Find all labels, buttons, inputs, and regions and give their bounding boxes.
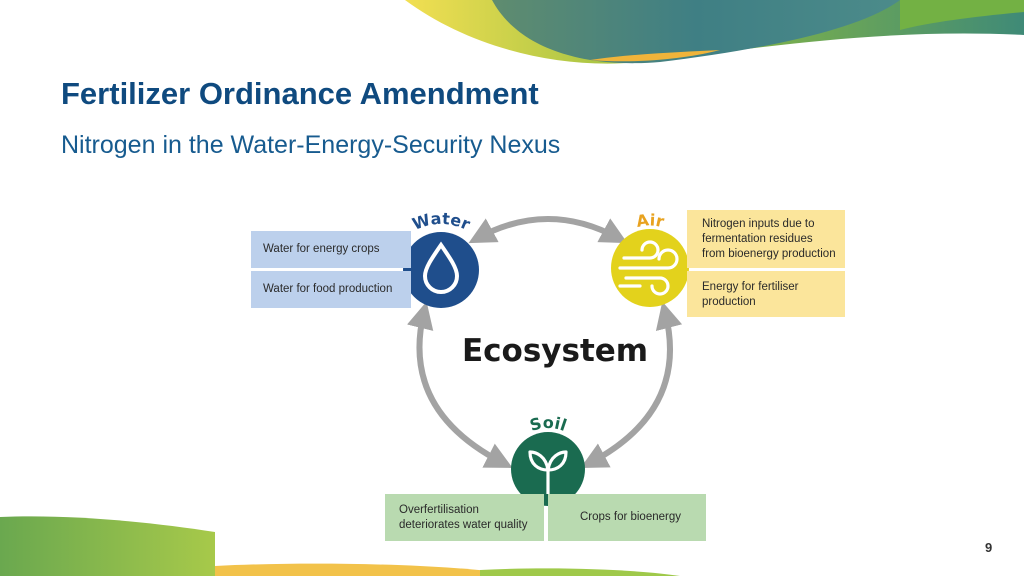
soil-box-overfertilisation: Overfertilisation deteriorates water qua… [385,494,544,541]
air-box-line: Energy for fertiliser [702,281,799,293]
wind-icon [618,240,679,296]
sprout-icon [528,450,568,494]
water-box-text: Water for energy crops [263,243,380,255]
water-drop-icon [422,241,460,294]
ecosystem-label: Ecosystem [462,333,649,369]
page-number: 9 [985,540,993,555]
air-box-line: fermentation residues [702,233,813,245]
soil-box-line: Overfertilisation [399,503,479,516]
air-box-energy-fertiliser: Energy for fertiliser production [687,271,845,317]
air-node-label: Air [635,210,666,231]
soil-box-bioenergy-crops: Crops for bioenergy [548,494,706,541]
arrow-water-soil [407,301,513,468]
slide-subtitle: Nitrogen in the Water-Energy-Security Ne… [61,131,561,159]
water-node-label: Water [410,209,473,234]
soil-node-label: Soil [528,413,569,435]
water-node [403,232,479,308]
soil-node [511,432,585,506]
air-box-line: production [702,296,756,308]
water-box-food-production: Water for food production [251,271,411,308]
water-box-energy-crops: Water for energy crops [251,231,411,268]
slide-title: Fertilizer Ordinance Amendment [61,76,539,111]
soil-box-line: Crops for bioenergy [580,511,681,523]
air-node [611,229,689,307]
air-box-line: from bioenergy production [702,248,836,260]
water-box-text: Water for food production [263,283,393,295]
air-box-nitrogen-inputs: Nitrogen inputs due to fermentation resi… [687,210,845,268]
soil-box-line: deteriorates water quality [399,518,528,531]
air-box-line: Nitrogen inputs due to [702,218,815,230]
arrow-water-air [468,216,628,244]
arrow-air-soil [580,301,683,469]
